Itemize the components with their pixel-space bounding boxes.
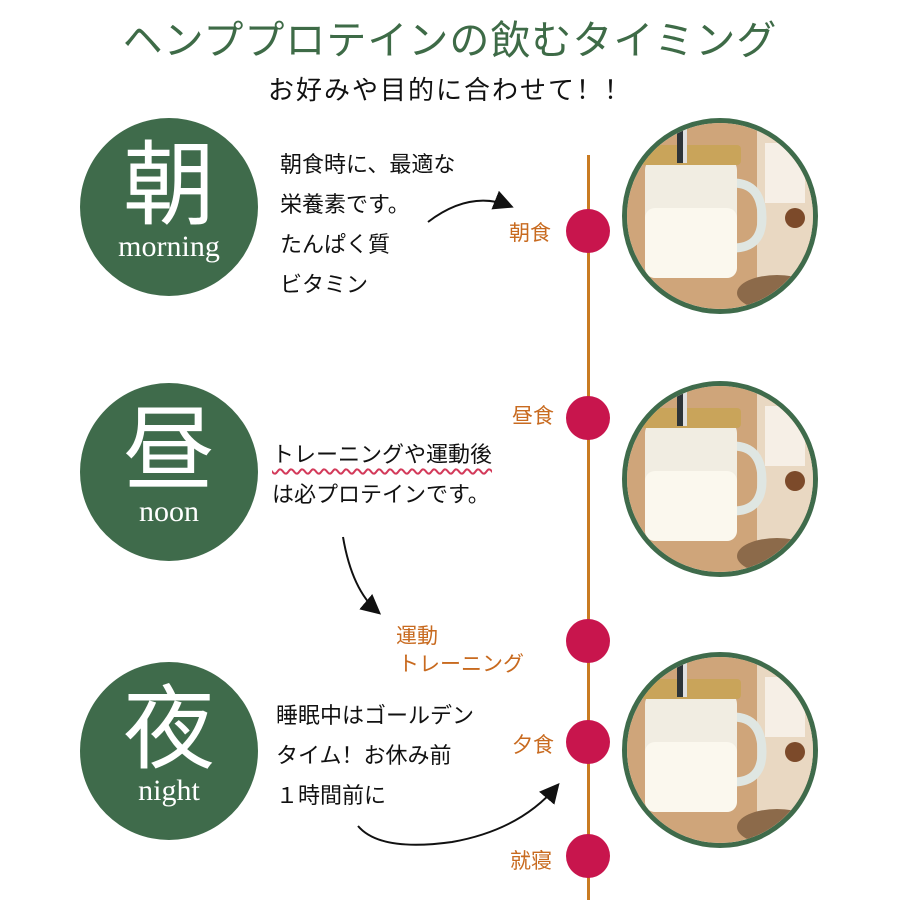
- timeline-label-training-1: 運動: [396, 624, 438, 648]
- description-line: １時間前に: [276, 784, 387, 809]
- description-line-highlighted: トレーニングや運動後: [272, 443, 493, 468]
- description-line: 栄養素です。: [280, 193, 410, 218]
- morning-badge: 朝 morning: [80, 118, 258, 296]
- timeline-dot-dinner: [566, 720, 610, 764]
- noon-description: トレーニングや運動後 は必プロテインです。: [272, 436, 492, 516]
- morning-kanji: 朝: [122, 132, 215, 239]
- description-line: たんぱく質: [280, 233, 391, 258]
- description-line: ビタミン: [280, 273, 369, 298]
- arrow-to-breakfast-icon: [427, 190, 514, 223]
- page-subtitle: お好みや目的に合わせて！！: [267, 76, 632, 106]
- night-description: 睡眠中はゴールデン タイム！お休み前 １時間前に: [276, 697, 474, 817]
- morning-english: morning: [118, 230, 220, 263]
- timeline-dot-breakfast: [566, 209, 610, 253]
- protein-drink-jar-icon: [627, 123, 813, 309]
- timeline-dot-lunch: [566, 396, 610, 440]
- timeline-label-lunch: 昼食: [512, 404, 554, 428]
- description-line: タイム！お休み前: [276, 744, 452, 769]
- arrow-to-dinner-icon: [357, 782, 560, 846]
- timeline-dot-bedtime: [566, 834, 610, 878]
- arrow-to-training-icon: [342, 536, 382, 615]
- timeline-label-breakfast: 朝食: [509, 221, 551, 245]
- drink-photo-morning: [622, 118, 818, 314]
- night-kanji: 夜: [122, 676, 215, 783]
- timeline-label-dinner: 夕食: [512, 733, 554, 757]
- description-line: は必プロテインです。: [272, 483, 490, 508]
- description-line: 睡眠中はゴールデン: [276, 704, 475, 729]
- timeline-label-training-2: トレーニング: [398, 652, 524, 676]
- night-english: night: [138, 774, 200, 807]
- night-badge: 夜 night: [80, 662, 258, 840]
- timeline-label-bedtime: 就寝: [510, 849, 552, 873]
- page-title: ヘンププロテインの飲むタイミング: [122, 18, 778, 64]
- timeline-line: [587, 155, 590, 900]
- description-line: 朝食時に、最適な: [280, 153, 456, 178]
- noon-kanji: 昼: [122, 397, 215, 504]
- noon-badge: 昼 noon: [80, 383, 258, 561]
- morning-description: 朝食時に、最適な 栄養素です。 たんぱく質 ビタミン: [280, 146, 455, 306]
- noon-english: noon: [139, 495, 199, 528]
- timeline-dot-training: [566, 619, 610, 663]
